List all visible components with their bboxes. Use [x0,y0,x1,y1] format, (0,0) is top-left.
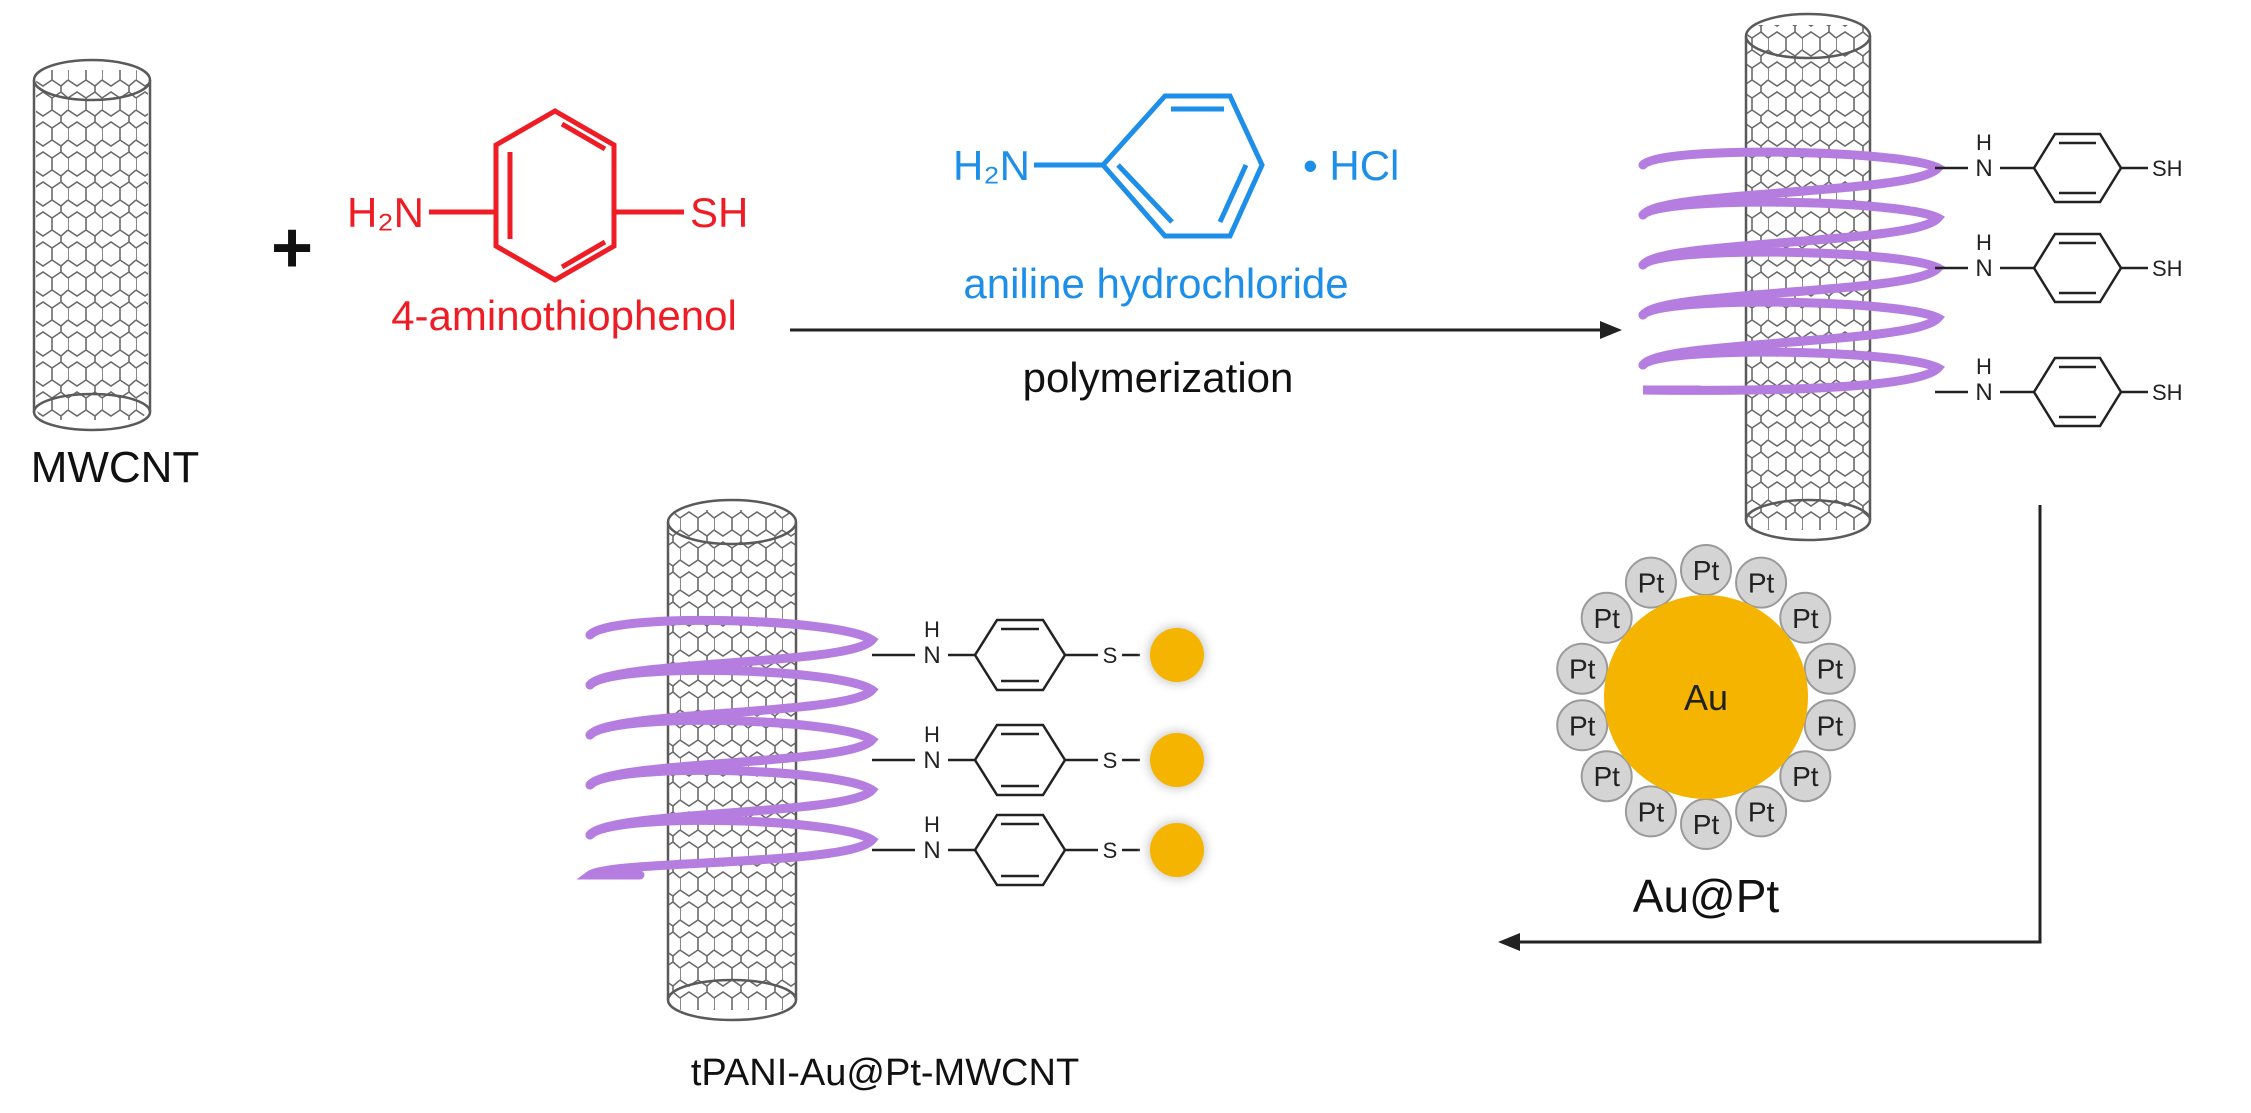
pt-atom-circle [1779,750,1832,803]
amine-n: N [1975,255,1992,282]
reagent2-name: aniline hydrochloride [963,260,1348,307]
amine-n: N [1975,155,1992,182]
tpani-mwcnt-intermediate [1638,12,1946,542]
plus-sign: + [271,208,313,288]
nanoparticle-core [1150,628,1204,682]
amine-h: H [924,617,940,642]
reagent2-amine-group: H₂N [953,142,1030,189]
pt-atom-label: Pt [1748,796,1775,827]
substituent-3: H N SH [1935,354,2183,428]
aniline-hydrochloride-structure [1034,93,1265,239]
pt-atom: Pt [1680,798,1732,850]
pt-atom: Pt [1580,591,1633,644]
pt-atom-label: Pt [1638,796,1665,827]
step1-label: polymerization [1023,354,1294,401]
pt-atom: Pt [1556,642,1609,695]
pt-atom-label: Pt [1569,654,1596,685]
reagent1-name: 4-aminothiophenol [391,292,737,339]
thiol-group: SH [2152,156,2183,181]
pt-atom-circle [1735,785,1788,838]
pt-atom-label: Pt [1593,761,1620,792]
pt-atom-label: Pt [1817,654,1844,685]
reagent1-amine-group: H₂N [347,189,424,236]
pt-atom: Pt [1803,642,1856,695]
amine-n: N [923,642,940,669]
amine-h: H [924,812,940,837]
mwcnt-nanotube [32,58,152,432]
pt-atom-circle [1735,556,1788,609]
amine-h: H [1976,230,1992,255]
amine-n: N [923,837,940,864]
amine-h: H [1976,130,1992,155]
pt-atom: Pt [1580,750,1633,803]
pt-atom: Pt [1735,785,1788,838]
pt-atom: Pt [1779,750,1832,803]
pt-atom: Pt [1803,699,1856,752]
substituent-1: H N SH [1935,130,2183,204]
reagent1-thiol-group: SH [690,189,748,236]
au-core [1604,595,1808,799]
pt-atom: Pt [1779,591,1832,644]
polymerization-arrow [790,321,1622,339]
amine-n: N [1975,379,1992,406]
pt-atom-circle [1556,699,1609,752]
pt-atom: Pt [1680,544,1732,596]
pt-atom-circle [1803,699,1856,752]
pt-atom-label: Pt [1638,568,1665,599]
pt-atom: Pt [1624,785,1677,838]
conjugation-arrow [1498,505,2042,951]
pt-atom-label: Pt [1817,710,1844,741]
sulfur-link: S [1103,838,1118,863]
pt-atom-label: Pt [1693,555,1720,586]
pt-atom-circle [1624,785,1677,838]
sulfur-link: S [1103,643,1118,668]
product-substituent-2: H N S [872,720,1217,800]
reagent2-salt: • HCl [1303,142,1399,189]
amine-h: H [1976,354,1992,379]
nanoparticle-core [1150,733,1204,787]
product-nanotube [576,498,879,1022]
product-substituent-3: H N S [872,810,1217,890]
thiol-group: SH [2152,256,2183,281]
pt-atom-label: Pt [1792,761,1819,792]
product-polyaniline-helix [576,615,879,880]
pt-atom: Pt [1556,699,1609,752]
au-core-label: Au [1684,677,1728,718]
pt-atom-label: Pt [1748,568,1775,599]
pt-atom-circle [1580,591,1633,644]
sulfur-link: S [1103,748,1118,773]
pt-atom-label: Pt [1593,603,1620,634]
product-label: tPANI-Au@Pt-MWCNT [691,1052,1079,1094]
au-pt-label: Au@Pt [1633,870,1780,922]
substituent-2: H N SH [1935,230,2183,304]
4-aminothiophenol-structure [429,108,684,283]
amine-h: H [924,722,940,747]
pt-atom: Pt [1624,556,1677,609]
pt-atom-label: Pt [1792,603,1819,634]
amine-n: N [923,747,940,774]
pt-atom-label: Pt [1569,710,1596,741]
pt-atom-label: Pt [1693,809,1720,840]
pt-atom: Pt [1735,556,1788,609]
pt-atom-circle [1803,642,1856,695]
pt-atom-circle [1556,642,1609,695]
mwcnt-label: MWCNT [31,443,200,492]
pt-atom-circle [1779,591,1832,644]
pt-atom-circle [1580,750,1633,803]
thiol-group: SH [2152,380,2183,405]
pt-atom-circle [1624,556,1677,609]
product-substituent-1: H N S [872,615,1217,695]
nanoparticle-core [1150,823,1204,877]
